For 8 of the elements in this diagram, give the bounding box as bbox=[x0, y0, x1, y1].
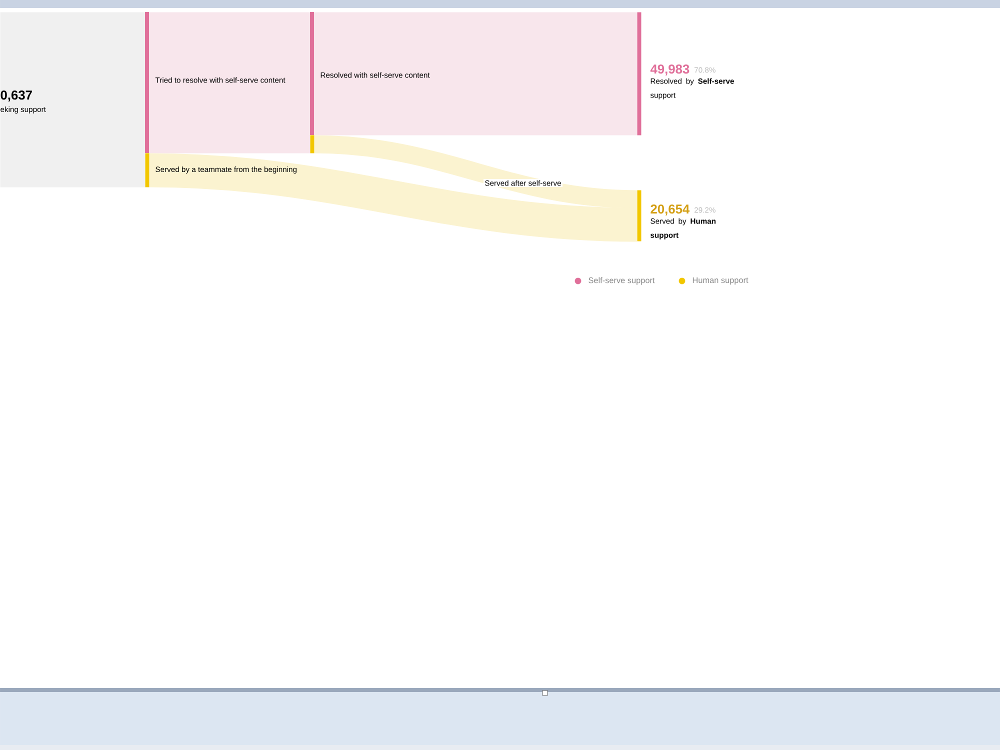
legend-item: Human support bbox=[678, 277, 748, 285]
value-label: 20,654 bbox=[650, 204, 690, 216]
flow-band bbox=[149, 153, 638, 242]
flow-bar bbox=[145, 153, 150, 188]
legend-item: Self-serve support bbox=[574, 277, 655, 285]
value-label: 49,983 bbox=[650, 64, 690, 76]
flow-band bbox=[314, 135, 638, 208]
flow-bar bbox=[310, 135, 314, 154]
